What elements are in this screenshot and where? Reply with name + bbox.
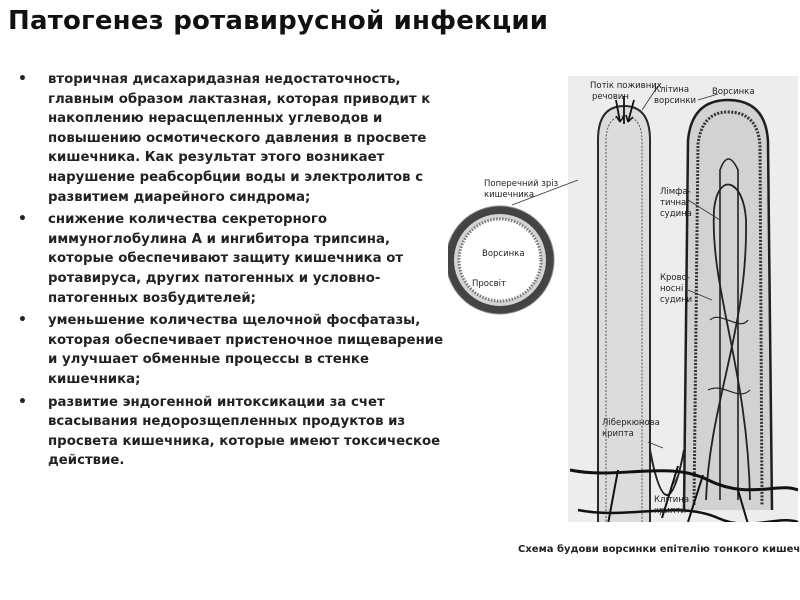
vessel-network [569, 468, 799, 492]
label-blood-vessels: судини [660, 295, 692, 305]
slide-title: Патогенез ротавирусной инфекции [8, 6, 549, 36]
cross-section-outer [448, 205, 555, 315]
label-blood-vessels: носні [660, 284, 683, 294]
leader-line [647, 441, 664, 449]
arrow-heads [615, 114, 634, 123]
bullet-item: • развитие эндогенной интоксикации за сче… [14, 393, 444, 471]
villus-diagram: Потік поживних речовин Клітина ворсинки … [448, 70, 800, 590]
bullet-dot-icon: • [18, 312, 27, 329]
bullet-item: • снижение количества секреторного иммуно… [14, 210, 444, 308]
label-lymphatic: Лімфа- [660, 187, 691, 197]
label-crypt-cell: крипти [654, 506, 686, 516]
label-villus-cell: Клітина [654, 85, 689, 95]
leader-line [697, 93, 719, 101]
label-ring-villus: Ворсинка [482, 249, 525, 259]
label-crypt-cell: Клітина [654, 495, 689, 505]
lymphatic-vessel [719, 158, 739, 500]
label-crypt: Ліберкюнова [602, 418, 660, 428]
bullet-dot-icon: • [18, 211, 27, 228]
bullet-dot-icon: • [18, 71, 27, 87]
bullet-text: развитие эндогенной интоксикации за счет… [48, 394, 441, 469]
leader-line [672, 474, 679, 486]
label-villus-cell: ворсинки [654, 96, 696, 106]
label-nutrient-flow: Потік поживних [590, 81, 662, 91]
villus-diagram-svg: Потік поживних речовин Клітина ворсинки … [448, 76, 800, 555]
blood-vessels [705, 183, 751, 501]
nutrient-arrows [615, 96, 635, 124]
vessel-branches [607, 465, 749, 525]
bullet-text: уменьшение количества щелочной фосфатазы… [48, 313, 444, 387]
bullet-dot-icon: • [18, 393, 27, 410]
villus-left-epithelium [605, 115, 643, 525]
label-nutrient-flow: речовин [592, 92, 629, 102]
cross-section-inner [457, 217, 543, 303]
bullet-item: • вторичная дисахаридазная недостаточност… [14, 70, 444, 207]
leader-line [641, 85, 659, 111]
diagram-caption: Схема будови ворсинки епітелію тонкого к… [518, 543, 800, 555]
label-lumen: Просвіт [472, 279, 506, 289]
capillary [709, 316, 749, 325]
leader-line [687, 199, 721, 221]
label-blood-vessels: Крово- [660, 273, 690, 283]
label-cross-section: Поперечний зріз [484, 179, 559, 189]
label-crypt: крипта [602, 429, 634, 439]
label-cross-section: кишечника [484, 190, 534, 200]
label-lymphatic: тична [660, 198, 686, 208]
villus-right-epithelium [692, 110, 764, 506]
vessel-network [577, 508, 799, 525]
leader-line [687, 289, 713, 301]
label-villus: Ворсинка [712, 87, 755, 97]
bullet-list: • вторичная дисахаридазная недостаточност… [14, 70, 444, 474]
bullet-text: вторичная дисахаридазная недостаточность… [48, 72, 431, 205]
leader-line [511, 179, 579, 206]
villus-right [682, 98, 774, 511]
bullet-text: снижение количества секреторного иммуног… [48, 212, 404, 306]
bullet-item: • уменьшение количества щелочной фосфатаз… [14, 311, 444, 389]
crypt-middle [649, 449, 685, 496]
diagram-bottom-edge [568, 522, 800, 530]
capillary [707, 387, 751, 395]
label-lymphatic: судина [660, 209, 692, 219]
